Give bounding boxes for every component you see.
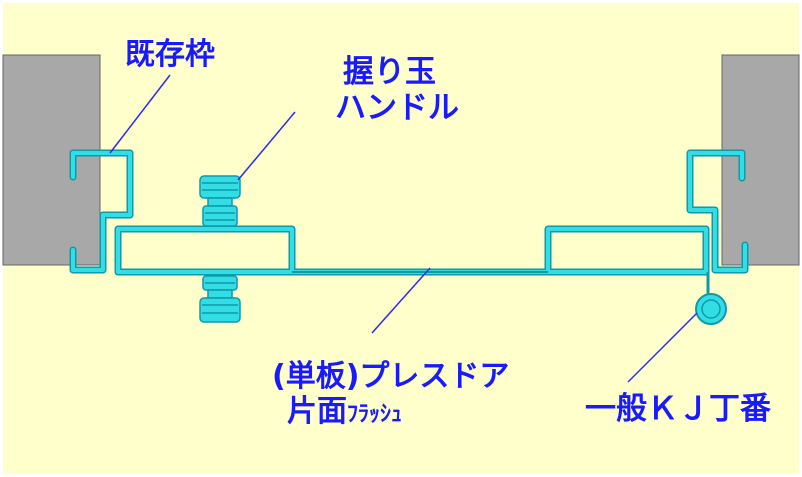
leader-knob-handle xyxy=(237,111,296,181)
label-knob-handle: 握り玉 ハンドル xyxy=(335,54,459,126)
hinge xyxy=(695,272,727,325)
leader-door-leaf xyxy=(371,267,431,334)
leader-existing-frame xyxy=(109,74,171,154)
label-door-line2: 片面ﾌﾗｯｼｭ xyxy=(272,393,509,430)
diagram-background xyxy=(3,3,799,474)
label-existing-frame: 既存枠 xyxy=(125,37,215,72)
leader-lines xyxy=(109,74,698,383)
knob-handle-upper xyxy=(199,175,241,227)
knob-handle-lower xyxy=(199,275,241,323)
label-knob-handle-line1: 握り玉 xyxy=(343,54,436,90)
label-door-line2-small: ﾌﾗｯｼｭ xyxy=(347,401,403,427)
door-leaf xyxy=(114,225,710,276)
right-wall xyxy=(721,54,800,266)
label-door-leaf: (単板)プレスドア 片面ﾌﾗｯｼｭ xyxy=(272,359,510,430)
leader-hinge xyxy=(627,312,698,383)
label-knob-handle-line2: ハンドル xyxy=(335,89,459,126)
label-door-line2-main: 片面 xyxy=(287,393,347,429)
label-door-line1: (単板)プレスドア xyxy=(272,359,510,394)
right-frame-profile xyxy=(686,149,749,274)
left-wall xyxy=(2,54,101,266)
left-frame-profile xyxy=(69,149,134,274)
label-hinge: 一般ＫＪ丁番 xyxy=(585,391,771,427)
